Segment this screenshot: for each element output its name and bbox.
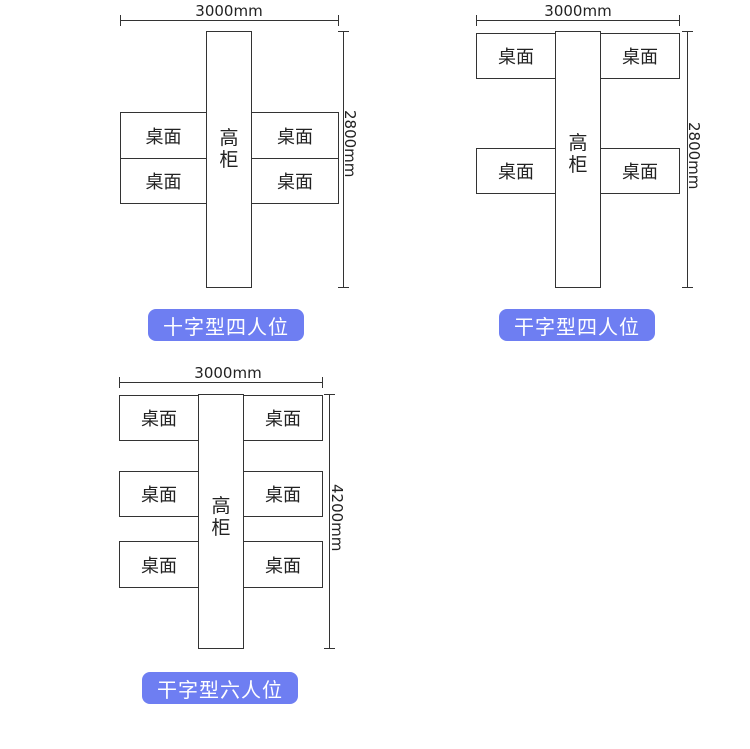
height-label: 2800mm [341, 110, 359, 178]
height-dimension-line [324, 394, 335, 649]
desk: 桌面 [251, 112, 339, 159]
width-dimension-line [476, 15, 680, 26]
width-dimension-line [119, 377, 323, 388]
desk: 桌面 [120, 112, 207, 159]
height-dimension-line [682, 31, 693, 288]
desk: 桌面 [251, 158, 339, 204]
desk: 桌面 [243, 395, 323, 441]
cabinet-label: 高柜 [211, 495, 231, 539]
width-label: 3000mm [194, 364, 262, 382]
desk: 桌面 [600, 33, 680, 79]
height-dimension-line [338, 31, 349, 288]
desk: 桌面 [243, 471, 323, 517]
desk: 桌面 [243, 541, 323, 588]
tall-cabinet: 高柜 [198, 394, 244, 649]
width-label: 3000mm [544, 2, 612, 20]
height-label: 4200mm [328, 484, 346, 552]
layout-label: 干字型四人位 [499, 309, 655, 341]
tall-cabinet: 高柜 [555, 31, 601, 288]
cabinet-label: 高柜 [219, 127, 239, 171]
height-label: 2800mm [685, 122, 703, 190]
desk: 桌面 [476, 33, 556, 79]
desk: 桌面 [119, 541, 199, 588]
desk: 桌面 [120, 158, 207, 204]
cabinet-label: 高柜 [568, 132, 588, 176]
desk: 桌面 [476, 148, 556, 194]
desk: 桌面 [119, 471, 199, 517]
tall-cabinet: 高柜 [206, 31, 252, 288]
desk: 桌面 [119, 395, 199, 441]
width-label: 3000mm [195, 2, 263, 20]
width-dimension-line [120, 15, 339, 26]
layout-label: 干字型六人位 [142, 672, 298, 704]
desk: 桌面 [600, 148, 680, 194]
layout-label: 十字型四人位 [148, 309, 304, 341]
